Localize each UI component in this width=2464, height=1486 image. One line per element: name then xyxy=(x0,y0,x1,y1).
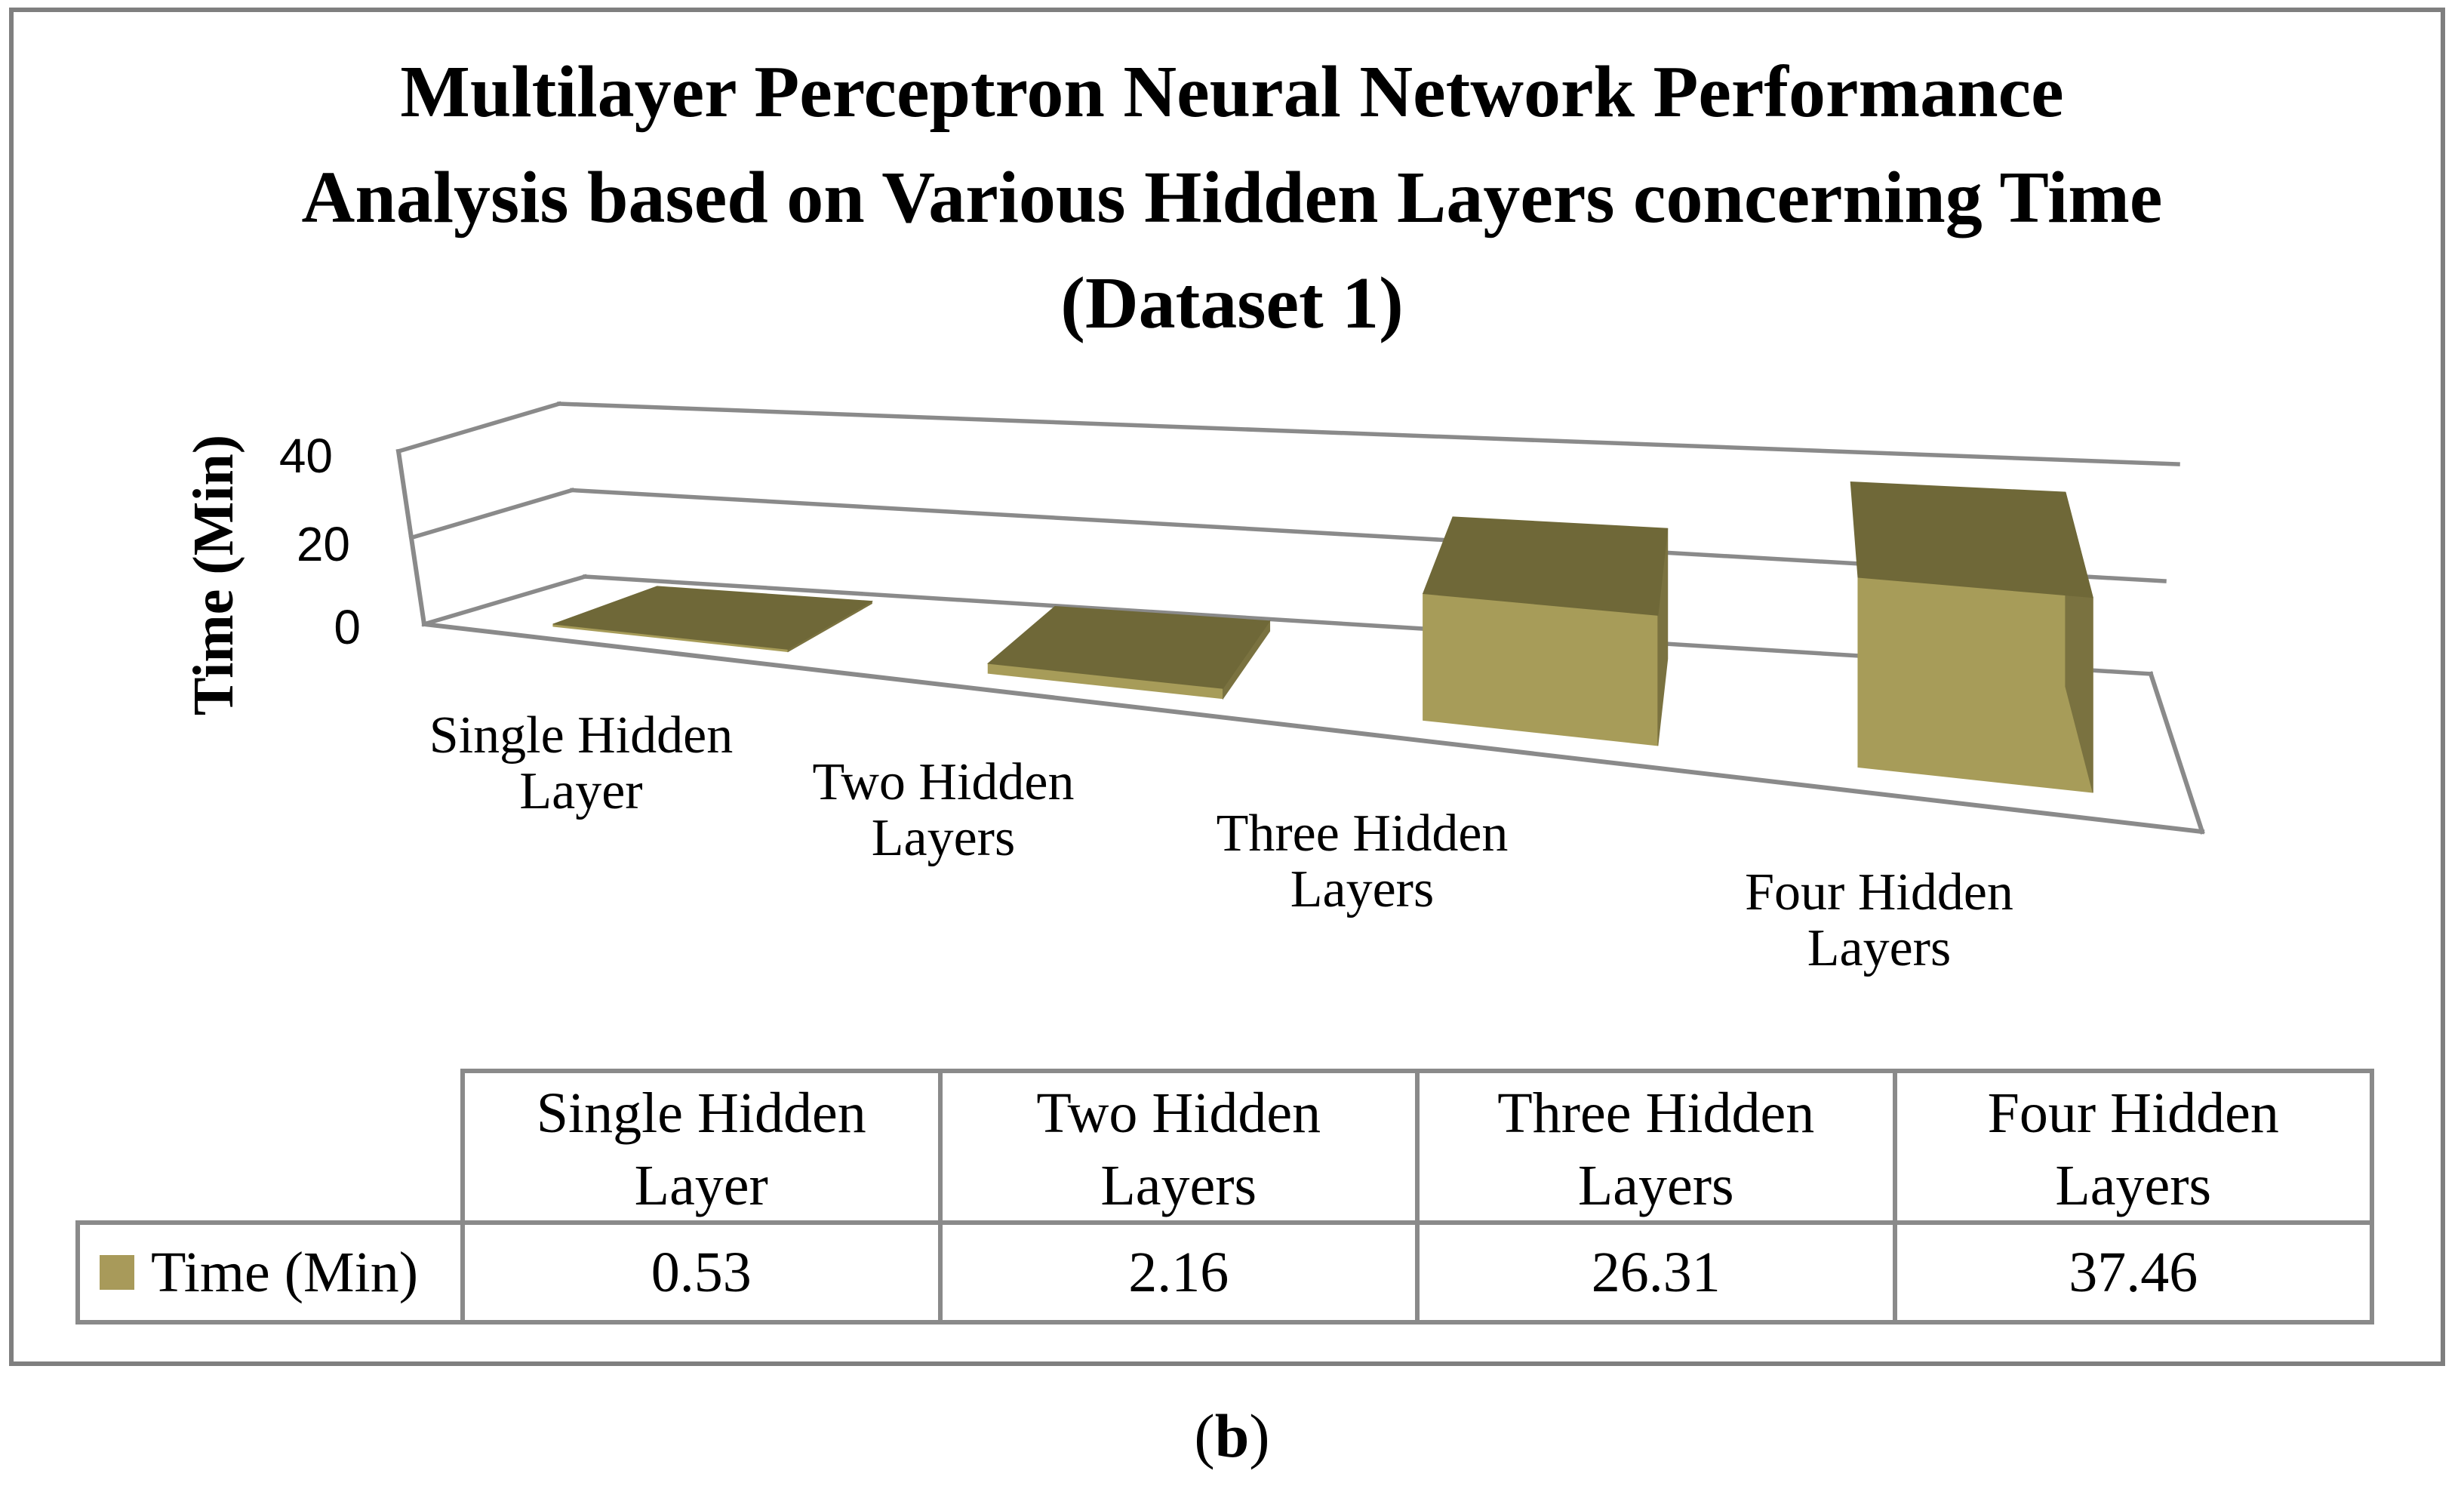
table-value-single-hidden-layer: 0.53 xyxy=(460,1225,938,1320)
gridline-depth-0 xyxy=(421,574,588,627)
table-header-three-hidden-layers: Three Hidden Layers xyxy=(1415,1073,1893,1225)
table-row-header: Time (Min) xyxy=(80,1225,460,1320)
table-header-four-hidden-layers: Four Hidden Layers xyxy=(1892,1073,2370,1225)
bar-single-hidden-layer-top xyxy=(552,586,874,650)
bar-three-hidden-layers-front xyxy=(1423,592,1659,746)
data-table-header-row: Single Hidden Layer Two Hidden Layers Th… xyxy=(460,1069,2374,1225)
bar-two-hidden-layers-top xyxy=(987,605,1271,689)
data-table-value-row: Time (Min) 0.53 2.16 26.31 37.46 xyxy=(75,1220,2374,1324)
category-label-three-hidden-layers: Three Hidden Layers xyxy=(1216,805,1509,918)
category-label-single-hidden-layer: Single Hidden Layer xyxy=(429,706,734,820)
subfigure-caption: (b) xyxy=(1194,1401,1270,1470)
series-legend-swatch xyxy=(100,1255,134,1290)
floor-right-edge xyxy=(2148,671,2205,835)
table-header-two-hidden-layers: Two Hidden Layers xyxy=(937,1073,1416,1225)
y-axis-title: Time (Min) xyxy=(182,434,245,716)
table-value-two-hidden-layers: 2.16 xyxy=(937,1225,1416,1320)
category-label-two-hidden-layers: Two Hidden Layers xyxy=(812,753,1075,867)
floor-front-edge xyxy=(421,621,2205,835)
bar-three-hidden-layers-top xyxy=(1422,516,1669,616)
chart-title-line3: (Dataset 1) xyxy=(1060,263,1404,344)
table-value-three-hidden-layers: 26.31 xyxy=(1415,1225,1893,1320)
gridline-depth-20 xyxy=(408,488,575,540)
table-header-single-hidden-layer: Single Hidden Layer xyxy=(536,1081,866,1217)
bar-four-hidden-layers-top xyxy=(1850,481,2093,598)
table-value-four-hidden-layers: 37.46 xyxy=(1892,1225,2370,1320)
y-tick-20: 20 xyxy=(296,517,350,571)
chart-title: Multilayer Perceptron Neural Network Per… xyxy=(0,39,2464,356)
value-axis-wall-edge xyxy=(395,448,427,627)
gridline-back-40 xyxy=(557,401,2180,466)
chart-title-line2: Analysis based on Various Hidden Layers … xyxy=(301,157,2163,238)
bar-four-hidden-layers-front xyxy=(1857,577,2093,793)
y-tick-40: 40 xyxy=(278,429,333,483)
gridline-depth-40 xyxy=(395,401,562,454)
chart-title-line1: Multilayer Perceptron Neural Network Per… xyxy=(400,51,2064,133)
category-label-four-hidden-layers: Four Hidden Layers xyxy=(1745,863,2013,977)
y-tick-0: 0 xyxy=(334,600,361,654)
